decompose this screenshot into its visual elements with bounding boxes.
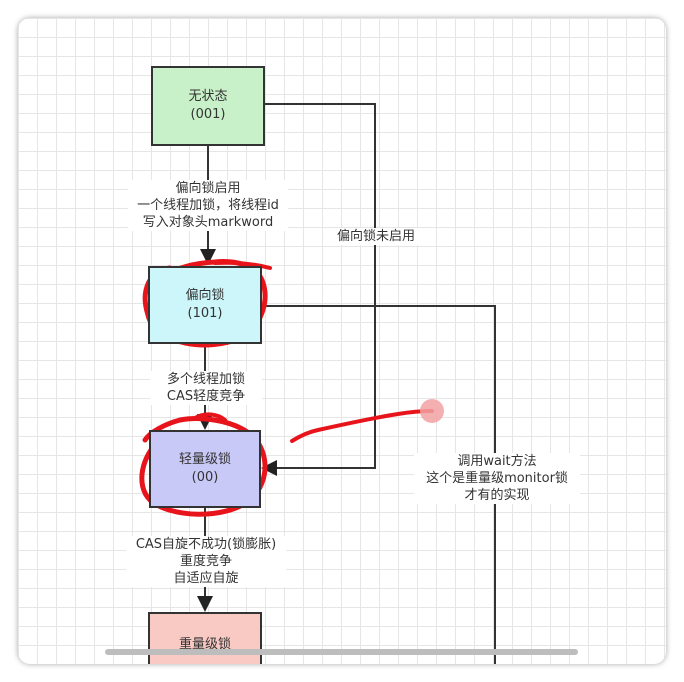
edge-label-line: 自适应自旋 bbox=[173, 571, 239, 586]
edge-label-wait-call: 调用wait方法 这个是重量级monitor锁 才有的实现 bbox=[414, 453, 580, 504]
edge-label-multi-thread: 多个线程加锁 CAS轻度竞争 bbox=[150, 371, 262, 405]
node-lightweight-lock-name: 轻量级锁 bbox=[178, 452, 231, 467]
edge-label-line: CAS自旋不成功(锁膨胀) bbox=[135, 537, 277, 552]
node-heavyweight-lock-name: 重量级锁 bbox=[178, 637, 231, 652]
edge-label-biased-enabled: 偏向锁启用 一个线程加锁，将线程id 写入对象头markword bbox=[128, 180, 288, 231]
node-biased-lock[interactable]: 偏向锁 (101) bbox=[148, 266, 262, 344]
edge-label-line: 才有的实现 bbox=[464, 488, 530, 503]
annotation-pointer-line bbox=[290, 409, 434, 443]
edge-label-line: CAS轻度竞争 bbox=[166, 389, 246, 404]
edge-label-line: 写入对象头markword bbox=[142, 215, 274, 230]
annotation-stroke-biased bbox=[213, 260, 272, 270]
edge-biased-heavyweight bbox=[262, 305, 496, 664]
edge-label-line: 偏向锁启用 bbox=[175, 181, 241, 196]
edge-label-cas-fail: CAS自旋不成功(锁膨胀) 重度竞争 自适应自旋 bbox=[126, 536, 286, 587]
node-biased-lock-code: (101) bbox=[187, 306, 223, 321]
node-lightweight-lock[interactable]: 轻量级锁 (00) bbox=[149, 430, 261, 508]
node-no-state-code: (001) bbox=[190, 107, 226, 122]
edge-label-line: 多个线程加锁 bbox=[166, 372, 245, 387]
node-biased-lock-name: 偏向锁 bbox=[185, 288, 225, 303]
node-heavyweight-lock[interactable]: 重量级锁 bbox=[148, 612, 262, 664]
edge-label-line: 一个线程加锁，将线程id bbox=[137, 198, 279, 213]
annotation-tick-lightweight bbox=[193, 412, 227, 422]
annotation-pointer-dot bbox=[420, 399, 444, 423]
horizontal-scrollbar[interactable] bbox=[105, 649, 578, 655]
node-no-state[interactable]: 无状态 (001) bbox=[151, 66, 265, 146]
edge-label-biased-disabled: 偏向锁未启用 bbox=[330, 228, 422, 245]
edge-label-line: 这个是重量级monitor锁 bbox=[426, 471, 568, 486]
node-lightweight-lock-code: (00) bbox=[191, 470, 219, 485]
edge-nostate-lightweight bbox=[261, 103, 376, 476]
annotation-circle-lightweight bbox=[139, 416, 268, 517]
edge-label-line: 调用wait方法 bbox=[457, 454, 537, 469]
edge-label-line: 重度竞争 bbox=[179, 554, 232, 569]
node-no-state-name: 无状态 bbox=[188, 89, 228, 104]
